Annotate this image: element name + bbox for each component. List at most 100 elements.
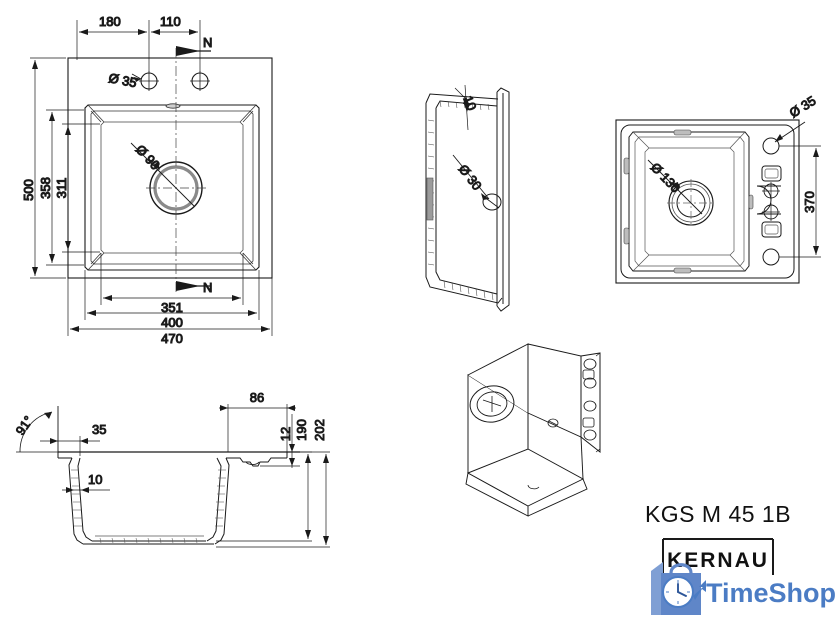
dim-351: [100, 253, 244, 305]
bottom-view-corner-chamfers: [632, 131, 746, 272]
dim-c35: [40, 406, 100, 456]
section-deck-right-under: [226, 457, 287, 467]
top-view-overflow-slot: [165, 103, 181, 109]
dia90-arrowhead: [153, 162, 160, 170]
bottom-view-tab-left-lower: [623, 227, 630, 245]
dim-180: [76, 20, 150, 72]
side-view-body-fill: [424, 92, 506, 305]
dim-400-label: 400: [161, 315, 183, 330]
iso-back-right-edge: [580, 436, 584, 480]
top-view-bowl-floor: [100, 121, 244, 254]
section-wall-right-inner: [206, 457, 222, 542]
side-view-flange-bottom: [496, 301, 510, 312]
bottom-view-tab-right: [748, 194, 754, 210]
bottom-view-bowl-floor: [644, 147, 735, 256]
dim-c86-label: 86: [250, 390, 264, 405]
dim-358: [46, 109, 84, 266]
bottom-clip-upper-inner: [764, 168, 779, 179]
dim-180-label: 180: [99, 14, 121, 29]
watermark-label: TimeShop: [706, 578, 836, 608]
side-view-outer-left: [425, 103, 503, 304]
dim-c202: [216, 451, 330, 548]
watermark-bag-back: [651, 562, 663, 615]
side-view-inner-left: [435, 108, 498, 295]
dim-470: [67, 278, 273, 336]
bottom-view-bowl-outer: [628, 131, 750, 272]
bottom-view-tab-top: [673, 129, 692, 136]
dia35-arrowhead: [134, 77, 141, 82]
section-wall-left-outer: [68, 457, 84, 545]
iso-mount-strip-detail: [595, 352, 601, 453]
watermark-clock-ticks: [666, 580, 690, 604]
side-view-flange-top: [496, 87, 510, 96]
bottom-clip-lower-inner: [764, 224, 779, 235]
top-view: 180 110 N N 500: [20, 13, 273, 347]
watermark-arrow-icon: [693, 580, 706, 600]
dim-351-label: 351: [161, 300, 183, 315]
dim-c35-label: 35: [92, 422, 106, 437]
bottom-clip-upper: [761, 165, 782, 182]
section-label-n-top: N: [203, 35, 212, 50]
dim-110-label: 110: [160, 14, 181, 29]
iso-floor-tab: [527, 484, 540, 490]
iso-drain-outer: [469, 385, 515, 423]
dim-311-label: 311: [54, 178, 69, 199]
dim-side-10-label: 10: [460, 94, 479, 113]
section-label-n-bottom: N: [203, 280, 212, 295]
iso-back-stud-line: [548, 420, 558, 426]
iso-drain-inner: [476, 391, 508, 417]
dia30-leader-line: [452, 154, 490, 200]
dim-c190-label: 190: [294, 419, 309, 441]
dia130-arrowhead: [672, 182, 679, 190]
bottom-view-tab-left-upper: [623, 157, 630, 175]
dim-c12-label: 12: [278, 427, 293, 441]
bottom-view-body: [620, 124, 795, 279]
dim-c12: [260, 414, 300, 468]
section-wall-hatching: [71, 469, 226, 544]
dia35-leader-line: [131, 73, 142, 80]
top-view-corner-chamfers: [87, 104, 257, 271]
iso-clip-upper: [582, 369, 595, 380]
dim-c10-label: 10: [88, 472, 102, 487]
dim-side-10: [454, 84, 470, 131]
dim-370-label: 370: [802, 191, 817, 213]
iso-mount-strip: [580, 352, 601, 454]
iso-mount-hole-4: [583, 429, 597, 441]
section-mark-n-top: [176, 46, 211, 56]
dim-311: [62, 123, 100, 253]
dia130-leader-line: [647, 159, 703, 215]
side-view-right-flange: [496, 92, 510, 306]
iso-front-lip-right: [527, 478, 588, 517]
bottom-view-outer-plate: [615, 119, 800, 284]
iso-mount-hole-1: [583, 358, 597, 370]
timeshop-watermark: TimeShop: [651, 562, 836, 615]
bottom-boss-upper-lines: [757, 185, 781, 215]
section-mark-n-bottom: [176, 281, 211, 291]
bottom-view-bowl-step: [634, 136, 745, 267]
side-section-view: Ø 30 10: [424, 84, 510, 312]
dia35-label: Ø 35: [107, 70, 138, 90]
dim-370: [779, 145, 821, 258]
watermark-bag-handle-icon: [669, 563, 693, 574]
dim-110: [151, 20, 201, 72]
iso-mount-hole-2: [583, 377, 597, 389]
side-view-notch: [426, 177, 434, 221]
bottom-view-tab-bottom: [673, 267, 692, 274]
isometric-view: [465, 343, 601, 517]
dim-358-label: 358: [38, 177, 53, 199]
dim-470-label: 470: [161, 331, 183, 346]
watermark-clock-hands: [677, 583, 687, 597]
side-view-outer-top: [425, 93, 499, 104]
dia30-arrowhead: [481, 193, 489, 200]
bottom-dia35-arrowhead: [775, 134, 783, 142]
iso-clip-lower: [582, 417, 595, 428]
page-title: KGS M 45 1B: [645, 501, 791, 527]
section-right-boss: [245, 461, 260, 465]
top-view-bowl-rim-outer: [84, 104, 260, 271]
side-view-drain-hole: [482, 193, 502, 211]
top-view-bowl-rim-inner: [90, 110, 254, 265]
dia90-leader-line: [130, 142, 195, 207]
dim-500-label: 500: [21, 179, 36, 201]
